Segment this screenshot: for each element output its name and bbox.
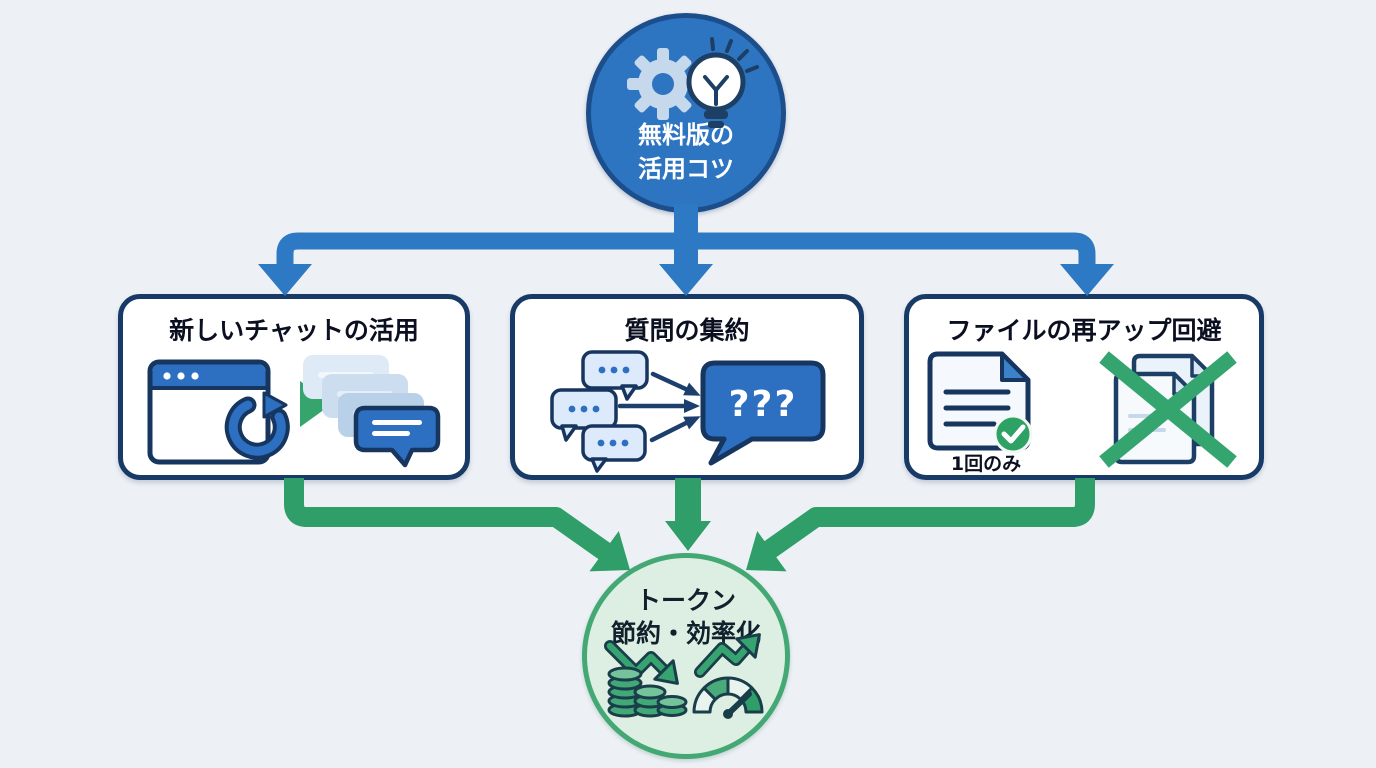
top-node-label: 無料版の 活用コツ — [591, 118, 781, 186]
arrowhead-center — [659, 264, 713, 296]
blue-branch-arrows — [258, 204, 1114, 296]
bottom-node-line2: 節約・効率化 — [610, 619, 761, 648]
bottom-node-label: トークン 節約・効率化 — [587, 584, 785, 650]
tip-box-new-chat: 新しいチャットの活用 — [118, 294, 470, 480]
tip-box-question-consolidation: 質問の集約 — [510, 294, 864, 480]
top-node: 無料版の 活用コツ — [586, 13, 786, 213]
tip-box-file-reupload: ファイルの再アップ回避 1回のみ — [904, 294, 1264, 480]
tip-box-new-chat-title: 新しいチャットの活用 — [169, 316, 419, 345]
upload-once-caption: 1回のみ — [950, 453, 1022, 475]
arrowhead-right — [1060, 264, 1114, 296]
top-node-line1: 無料版の — [638, 121, 734, 149]
bottom-node: トークン 節約・効率化 — [582, 553, 790, 759]
merge-arrowhead-center — [665, 521, 711, 551]
arrowhead-left — [258, 264, 312, 296]
top-node-line2: 活用コツ — [638, 155, 734, 183]
tip-box-file-reupload-title: ファイルの再アップ回避 — [946, 316, 1222, 345]
bottom-node-line1: トークン — [635, 586, 736, 615]
tip-box-question-consolidation-title: 質問の集約 — [624, 316, 750, 345]
